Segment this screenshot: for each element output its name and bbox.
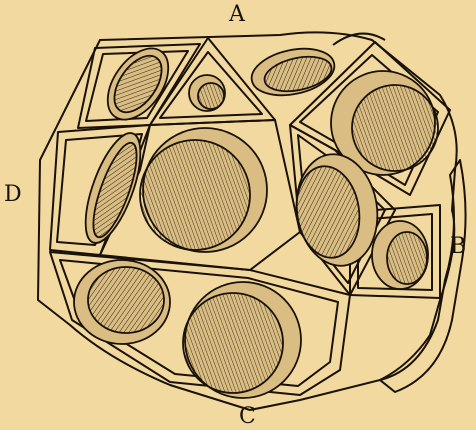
label-a: A	[229, 4, 245, 26]
label-d: D	[4, 184, 22, 206]
label-c: C	[239, 406, 256, 428]
label-b: B	[450, 236, 466, 258]
